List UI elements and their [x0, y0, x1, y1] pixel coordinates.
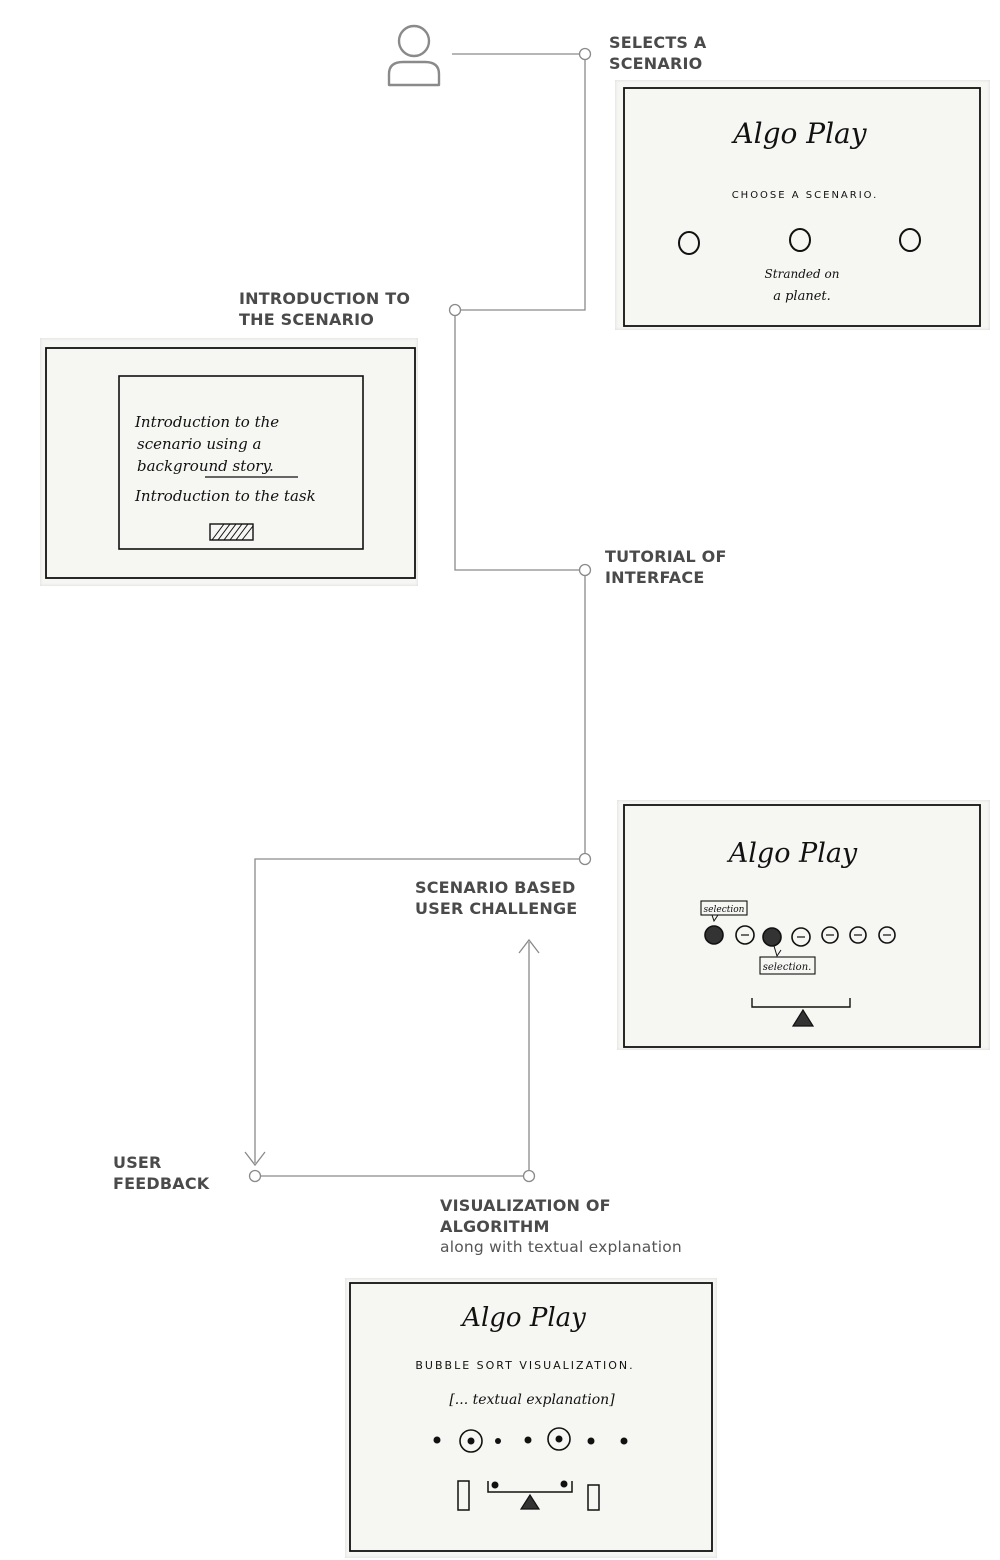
- step-label-feedback-line1: USER: [113, 1153, 162, 1172]
- step-label-intro-line2: THE SCENARIO: [239, 310, 375, 329]
- step-label-challenge-line1: SCENARIO BASED: [415, 878, 576, 897]
- sketch-visualization-heading: BUBBLE SORT VISUALIZATION.: [415, 1359, 634, 1372]
- visualization-pivot-icon: [519, 1493, 541, 1510]
- selection-tag-1-text: selection: [704, 905, 745, 915]
- scenario-option-2: [789, 228, 811, 252]
- step-label-feedback-line2: FEEDBACK: [113, 1174, 210, 1193]
- sketch-visualization: Algo Play BUBBLE SORT VISUALIZATION. [..…: [345, 1278, 717, 1558]
- node-challenge: [578, 852, 592, 866]
- sketch-visualization-title: Algo Play: [460, 1303, 586, 1333]
- selection-tag-2-text: selection.: [763, 962, 812, 973]
- sketch-challenge: Algo Play selection selection.: [617, 800, 990, 1050]
- sketch-visualization-explanation: [... textual explanation]: [449, 1392, 615, 1408]
- sketch-intro-button: [209, 523, 254, 541]
- sketch-scenario-title: Algo Play: [730, 117, 867, 150]
- sketch-intro-line4: Introduction to the task: [134, 487, 316, 505]
- step-label-intro-line1: INTRODUCTION TO: [239, 289, 411, 308]
- node-tutorial: [578, 563, 592, 577]
- node-intro: [448, 303, 462, 317]
- balance-pivot-icon: [791, 1008, 815, 1027]
- sketch-intro-line1: Introduction to the: [134, 413, 279, 431]
- step-label-select-line1: SELECTS A: [609, 33, 707, 52]
- step-label-feedback: USER FEEDBACK: [113, 1152, 209, 1194]
- step-label-select-line2: SCENARIO: [609, 54, 703, 73]
- step-label-tutorial-line1: TUTORIAL OF: [605, 547, 727, 566]
- sketch-challenge-title: Algo Play: [726, 838, 858, 869]
- step-label-challenge-line2: USER CHALLENGE: [415, 899, 578, 918]
- scenario-option-1: [678, 231, 700, 255]
- step-label-tutorial-line2: INTERFACE: [605, 568, 705, 587]
- node-visualization: [522, 1169, 536, 1183]
- user-icon: [387, 24, 441, 87]
- step-label-visualization: VISUALIZATION OF ALGORITHM along with te…: [440, 1195, 682, 1258]
- node-select: [578, 47, 592, 61]
- sketch-scenario-caption-1: Stranded on: [765, 267, 840, 281]
- sketch-scenario-prompt: CHOOSE A SCENARIO.: [732, 190, 879, 201]
- sketch-choose-scenario: Algo Play CHOOSE A SCENARIO. Stranded on…: [615, 80, 990, 330]
- step-label-intro: INTRODUCTION TO THE SCENARIO: [239, 288, 410, 330]
- step-label-tutorial: TUTORIAL OF INTERFACE: [605, 546, 727, 588]
- sketch-introduction: Introduction to the scenario using a bac…: [40, 338, 418, 586]
- sketch-intro-line2: scenario using a: [137, 435, 261, 453]
- step-label-select: SELECTS A SCENARIO: [609, 32, 707, 74]
- step-label-visualization-subtitle: along with textual explanation: [440, 1238, 682, 1256]
- selection-tag-1: [700, 900, 748, 916]
- step-label-visualization-line2: ALGORITHM: [440, 1217, 550, 1236]
- step-label-challenge: SCENARIO BASED USER CHALLENGE: [415, 877, 577, 919]
- node-feedback: [248, 1169, 262, 1183]
- scenario-option-3: [899, 228, 921, 252]
- step-label-visualization-line1: VISUALIZATION OF: [440, 1196, 611, 1215]
- sketch-intro-line3: background story.: [137, 457, 274, 475]
- sketch-scenario-caption-2: a planet.: [773, 289, 831, 304]
- selection-tag-2: [759, 956, 816, 975]
